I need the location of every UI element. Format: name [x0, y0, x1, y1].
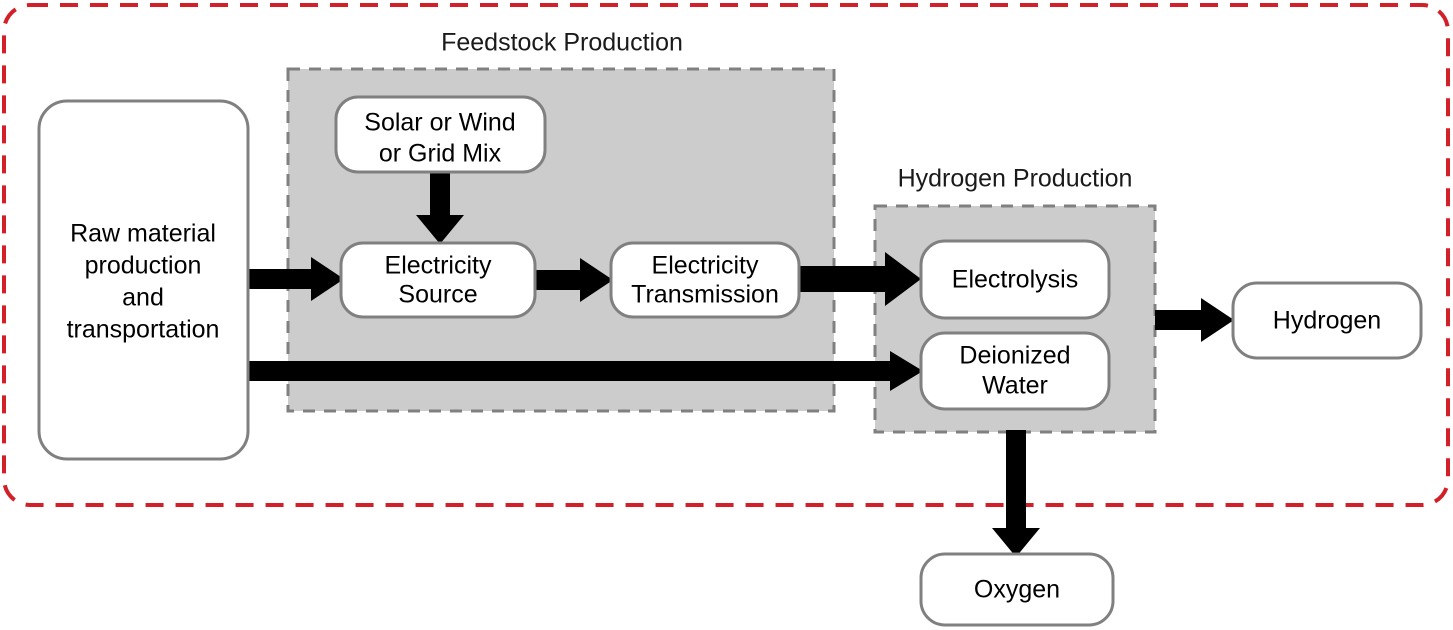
group-label-feedstock-production: Feedstock Production	[441, 29, 683, 57]
node-raw-material-line-1: Raw material	[70, 220, 216, 248]
node-electricity-transmission-line-2: Transmission	[631, 281, 779, 309]
node-deionized-water-line-1: Deionized	[959, 342, 1070, 370]
arrow-raw-to-deionized-water	[248, 351, 923, 391]
node-raw-material[interactable]: Raw material production and transportati…	[37, 99, 250, 461]
node-oxygen-label: Oxygen	[974, 576, 1060, 604]
arrow-electrolysis-to-hydrogen	[1155, 298, 1234, 342]
system-boundary-outline	[2, 3, 1450, 507]
node-deionized-water[interactable]: Deionized Water	[919, 331, 1111, 411]
node-raw-material-line-4: transportation	[67, 316, 220, 344]
node-electricity-transmission[interactable]: Electricity Transmission	[609, 241, 801, 319]
node-electricity-source-line-2: Source	[398, 281, 477, 309]
node-solar-wind-grid-line-1: Solar or Wind	[364, 109, 515, 137]
arrow-hydrogen-production-to-oxygen	[992, 430, 1040, 557]
arrow-solar-to-electricity-source	[416, 168, 464, 244]
node-hydrogen[interactable]: Hydrogen	[1231, 281, 1423, 360]
node-electrolysis[interactable]: Electrolysis	[919, 239, 1111, 320]
node-oxygen-shape[interactable]	[919, 552, 1115, 627]
node-solar-wind-grid-shape[interactable]	[334, 95, 547, 174]
node-electrolysis-shape[interactable]	[919, 239, 1111, 320]
node-electricity-transmission-line-1: Electricity	[652, 252, 759, 280]
node-hydrogen-label: Hydrogen	[1273, 307, 1381, 335]
group-label-hydrogen-production: Hydrogen Production	[898, 165, 1133, 193]
node-raw-material-line-2: production	[85, 252, 202, 280]
arrow-raw-to-electricity-source	[248, 257, 344, 301]
node-hydrogen-shape[interactable]	[1231, 281, 1423, 360]
node-electricity-source[interactable]: Electricity Source	[339, 241, 537, 319]
node-solar-wind-grid[interactable]: Solar or Wind or Grid Mix	[334, 95, 547, 174]
node-electricity-source-shape[interactable]	[339, 241, 537, 319]
node-electricity-source-line-1: Electricity	[385, 252, 492, 280]
node-deionized-water-line-2: Water	[982, 372, 1048, 400]
node-oxygen[interactable]: Oxygen	[919, 552, 1115, 627]
node-electrolysis-label: Electrolysis	[952, 266, 1078, 294]
arrow-source-to-transmission	[533, 258, 613, 302]
node-deionized-water-shape[interactable]	[919, 331, 1111, 411]
node-solar-wind-grid-line-2: or Grid Mix	[379, 140, 502, 168]
arrow-transmission-to-electrolysis	[797, 252, 921, 306]
node-raw-material-shape[interactable]	[37, 99, 250, 461]
node-raw-material-line-3: and	[122, 284, 164, 312]
node-electricity-transmission-shape[interactable]	[609, 241, 801, 319]
